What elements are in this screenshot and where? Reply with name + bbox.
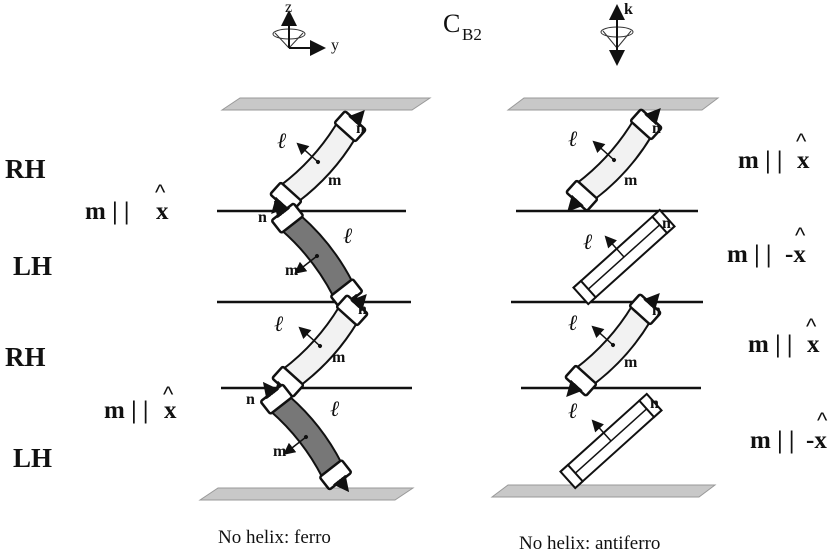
ell-label: ℓ [568,127,578,152]
molecule-r1 [565,107,663,213]
right-m-vector-1: x [797,147,810,174]
right-m-label-3: m | | [748,331,792,358]
n-label: n [650,395,659,412]
ell-arrow [296,142,319,163]
rod-cap-top [637,392,663,419]
n-arrow-bottom [567,194,584,213]
right-hat-4: ^ [817,408,828,433]
axis-z-label: z [285,0,292,16]
n-label: n [246,391,255,408]
right-hat-3: ^ [806,314,817,339]
right-m-label-2: m | | [727,241,771,268]
molecule-r2 [572,208,676,306]
right-m-vector-4: -x [806,427,827,454]
ell-label: ℓ [330,397,340,422]
n-arrow-top [644,107,661,126]
n-arrow-bottom [566,379,583,398]
bottom-plate-right [490,484,717,498]
layer-label-1: RH [5,154,46,184]
rod-cap-bottom [572,279,598,306]
axis-y-label: y [331,37,339,54]
left-m-label-2: m | | [104,397,148,424]
m-label: m [328,172,342,189]
axes-icon [272,10,326,56]
n-label: n [652,120,661,137]
ell-arrow [604,235,625,258]
n-arrow-top [643,292,660,311]
ell-arrow [591,325,614,346]
top-plate-left [220,97,432,111]
ell-label: ℓ [568,399,578,424]
right-m-label-1: m | | [738,147,782,174]
m-label: m [285,262,299,279]
left-m-vector-2: x [164,397,177,424]
right-m-vector-3: x [807,331,820,358]
bottom-plate-left [198,487,415,501]
m-label: m [332,349,346,366]
molecules-group: ℓ n m ℓ n m ℓ n m ℓ n m ℓ n m ℓ n ℓ n m ℓ n [246,107,676,493]
n-arrow-top [348,109,365,128]
ell-arrow [591,419,612,442]
n-label: n [356,120,365,137]
molecule-l1 [269,109,367,215]
title-subscript: B2 [462,25,482,44]
right-m-vector-2: -x [785,241,806,268]
m-label: m [273,443,287,460]
top-plate-right [506,97,720,111]
ell-label: ℓ [583,230,593,255]
ell-label: ℓ [274,312,284,337]
ell-label: ℓ [277,129,287,154]
molecule-l3 [271,293,369,399]
rod-cap-top [650,208,676,235]
m-label: m [624,354,638,371]
n-arrow-top [350,293,367,312]
caption-left: No helix: ferro [218,527,331,548]
layer-label-4: LH [13,443,52,473]
right-m-label-4: m | | [750,427,794,454]
n-label: n [258,209,267,226]
n-label: n [652,302,661,319]
n-arrow-top [262,381,280,400]
ell-label: ℓ [568,311,578,336]
left-m-label-1: m | | [85,198,129,225]
n-label: n [662,215,671,232]
ell-label: ℓ [343,224,353,249]
layer-label-3: RH [5,342,46,372]
k-vector-icon [600,4,634,66]
rod-cap-bottom [559,463,585,490]
n-arrow-bottom [332,474,350,493]
title-main: C [443,9,460,38]
axis-k-label: k [624,1,633,18]
n-arrow-top [273,200,291,219]
caption-right: No helix: antiferro [519,533,660,554]
left-hat-1: ^ [155,180,166,205]
ell-arrow [283,436,307,455]
ell-arrow [298,326,321,347]
molecule-l4 [260,381,352,493]
ell-arrow [294,255,318,274]
right-hat-2: ^ [795,223,806,248]
molecule-r4 [559,392,663,490]
n-label: n [358,301,367,318]
right-hat-1: ^ [796,129,807,154]
left-hat-2: ^ [163,382,174,407]
m-label: m [624,172,638,189]
molecule-r3 [564,292,662,398]
left-m-vector-1: x [156,198,169,225]
ell-arrow [592,140,615,161]
layer-label-2: LH [13,251,52,281]
